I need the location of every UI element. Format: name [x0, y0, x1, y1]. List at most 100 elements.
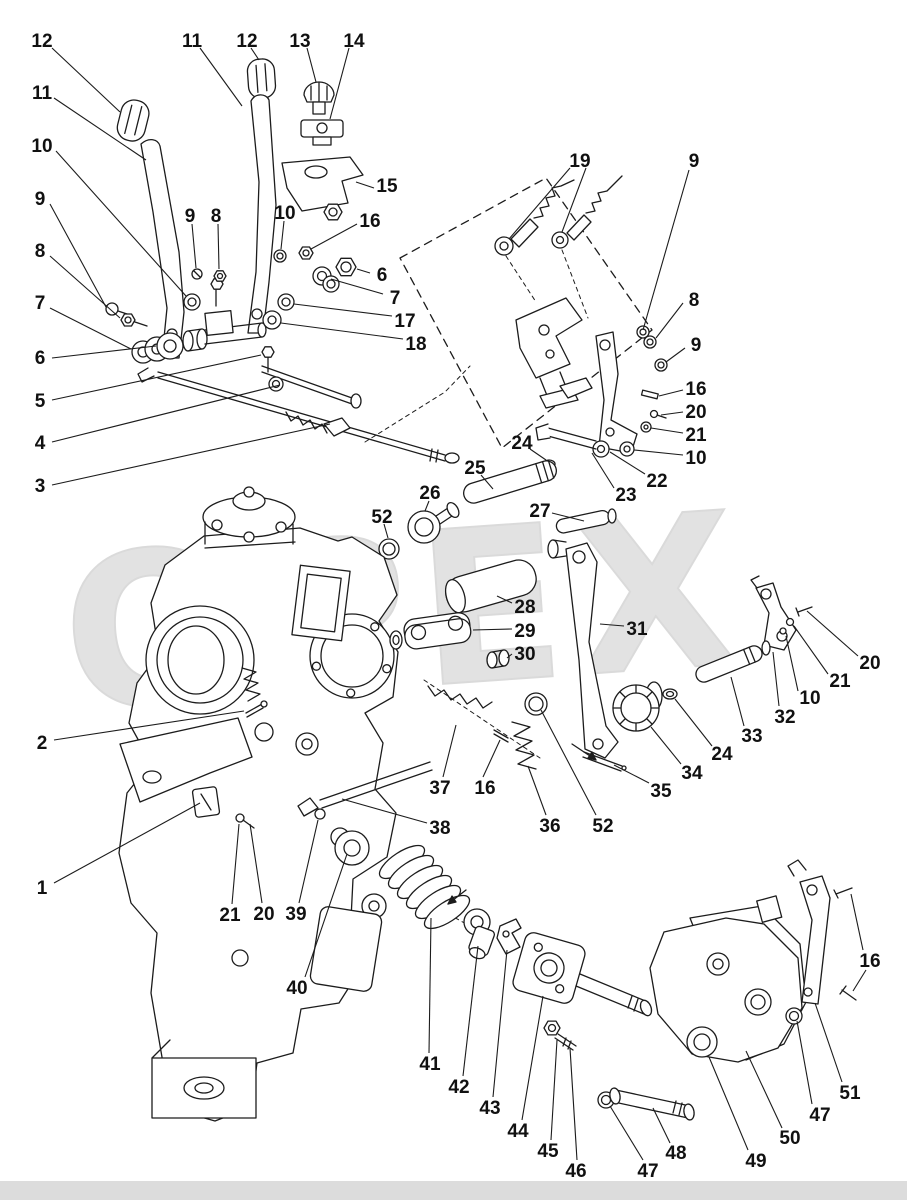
corrector-rod-group — [378, 459, 617, 560]
callout-label-47: 47 — [809, 1105, 830, 1126]
leader-line-6 — [356, 268, 371, 274]
leader-line-39 — [298, 819, 319, 904]
leader-line-36 — [527, 765, 547, 816]
callout-label-27: 27 — [529, 501, 550, 522]
leader-line-9 — [49, 203, 107, 308]
leader-line-34 — [650, 726, 682, 765]
callout-label-6: 6 — [377, 265, 388, 286]
leader-line-44 — [521, 995, 544, 1121]
callout-label-12: 12 — [236, 31, 257, 52]
callout-label-6: 6 — [35, 348, 46, 369]
leader-line-35 — [613, 764, 650, 784]
callout-label-9: 9 — [689, 151, 700, 172]
leader-line-10 — [55, 150, 187, 297]
leader-line-17 — [293, 303, 393, 317]
leader-line-18 — [280, 322, 404, 340]
leader-line-46 — [569, 1047, 578, 1161]
leader-line-25 — [480, 474, 494, 490]
leader-line-8 — [217, 223, 220, 270]
callout-label-20: 20 — [859, 653, 880, 674]
leader-line-42 — [462, 945, 479, 1077]
callout-label-16: 16 — [685, 379, 706, 400]
leader-line-24 — [529, 448, 547, 461]
leader-line-6 — [51, 345, 157, 359]
callout-label-51: 51 — [839, 1083, 861, 1104]
leader-line-20 — [249, 823, 263, 904]
leader-line-48 — [652, 1107, 671, 1144]
callout-label-17: 17 — [394, 311, 415, 332]
leader-line-32 — [772, 651, 780, 707]
leader-line-52 — [383, 523, 389, 539]
callout-label-8: 8 — [35, 241, 46, 262]
leader-line-11 — [199, 47, 243, 107]
callout-label-8: 8 — [211, 206, 222, 227]
callout-label-44: 44 — [507, 1121, 529, 1142]
callout-label-11: 11 — [182, 31, 203, 52]
leader-line-21 — [231, 823, 240, 905]
leader-line-30 — [506, 653, 513, 659]
callout-label-28: 28 — [514, 597, 535, 618]
leader-line-38 — [341, 798, 428, 824]
leader-line-43 — [492, 949, 508, 1098]
leader-line-10 — [633, 449, 684, 456]
bracket-plate — [281, 156, 364, 221]
callout-label-7: 7 — [390, 288, 401, 309]
callout-label-23: 23 — [615, 485, 636, 506]
callout-label-24: 24 — [511, 433, 533, 454]
callout-label-37: 37 — [429, 778, 450, 799]
leader-line-37 — [442, 724, 457, 778]
callout-label-32: 32 — [774, 707, 795, 728]
leader-line-9 — [191, 223, 197, 269]
callout-label-10: 10 — [274, 203, 295, 224]
leader-line-5 — [51, 354, 262, 401]
callout-label-10: 10 — [31, 136, 52, 157]
leader-line-16 — [852, 969, 867, 992]
leader-line-31 — [599, 623, 625, 627]
callout-label-9: 9 — [35, 189, 46, 210]
leader-line-10 — [785, 635, 799, 692]
callout-label-29: 29 — [514, 621, 535, 642]
leader-line-11 — [53, 97, 147, 161]
callout-label-52: 52 — [592, 816, 613, 837]
leader-line-9 — [665, 347, 686, 363]
leader-line-9 — [642, 169, 690, 331]
callout-label-41: 41 — [419, 1054, 441, 1075]
callout-label-12: 12 — [31, 31, 52, 52]
line-art — [105, 58, 857, 1122]
leader-line-27 — [551, 512, 585, 522]
leader-line-14 — [329, 47, 350, 120]
callout-label-18: 18 — [405, 334, 426, 355]
leader-line-21 — [650, 427, 684, 434]
leader-line-47 — [609, 1105, 644, 1161]
callout-label-16: 16 — [859, 951, 880, 972]
leader-line-26 — [424, 500, 430, 512]
callout-label-24: 24 — [711, 744, 733, 765]
right-linkage — [582, 575, 813, 772]
leader-line-16 — [310, 223, 358, 250]
callout-label-16: 16 — [474, 778, 495, 799]
leader-line-40 — [304, 853, 348, 978]
callout-label-34: 34 — [681, 763, 703, 784]
governor-cap — [202, 486, 296, 545]
control-rods — [137, 346, 460, 464]
callout-label-19: 19 — [569, 151, 590, 172]
callout-label-16: 16 — [359, 211, 380, 232]
callout-label-31: 31 — [626, 619, 648, 640]
leader-line-2 — [53, 710, 245, 741]
leader-line-22 — [609, 451, 646, 475]
callout-label-30: 30 — [514, 644, 535, 665]
callout-label-45: 45 — [537, 1141, 559, 1162]
callout-label-15: 15 — [376, 176, 398, 197]
callout-label-2: 2 — [37, 733, 48, 754]
leader-line-28 — [496, 595, 513, 604]
leader-line-47 — [796, 1020, 813, 1105]
leader-line-50 — [745, 1050, 783, 1129]
leader-line-19 — [561, 167, 587, 233]
washer-bolt-cluster — [105, 246, 357, 364]
callout-label-47: 47 — [637, 1161, 658, 1182]
leader-line-49 — [708, 1056, 749, 1151]
callout-label-46: 46 — [565, 1161, 586, 1182]
callout-label-25: 25 — [464, 458, 486, 479]
